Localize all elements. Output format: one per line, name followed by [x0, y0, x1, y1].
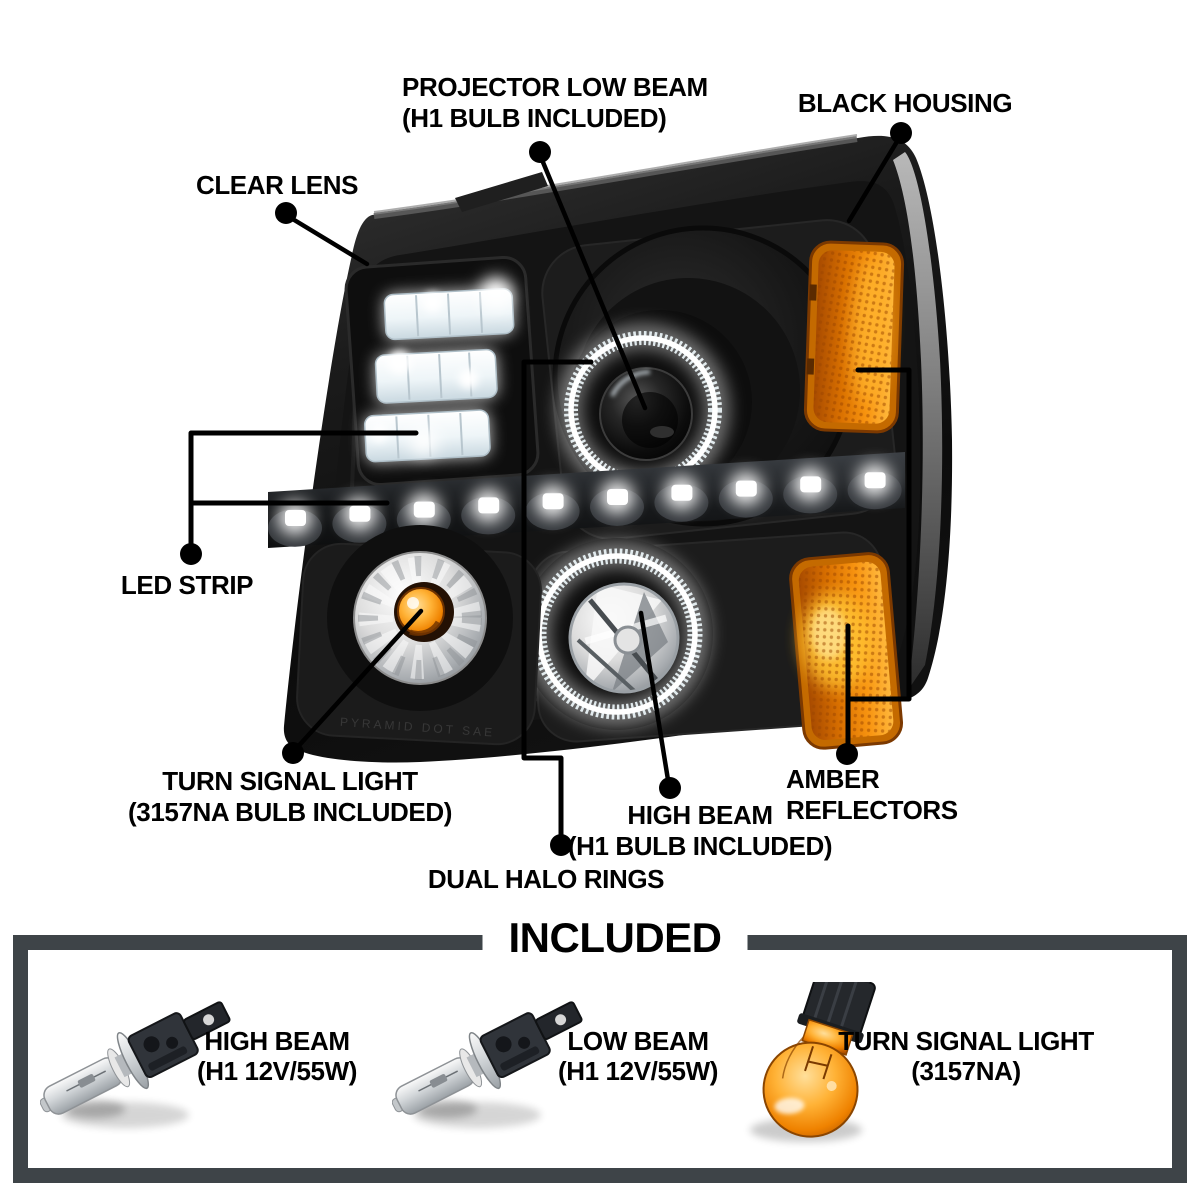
- included-item-line: TURN SIGNAL LIGHT: [838, 1026, 1094, 1056]
- high-beam-leader: [638, 610, 681, 799]
- callout-line: (H1 BULB INCLUDED): [567, 831, 833, 861]
- led-strip: [268, 452, 905, 548]
- projector-low-beam-leader: [529, 141, 648, 411]
- turn-signal-lamp: [296, 525, 542, 746]
- included-item-turn-signal-label: TURN SIGNAL LIGHT (3157NA): [838, 1026, 1094, 1086]
- housing-side-trim: [893, 152, 943, 690]
- callout-amber-reflectors: AMBER REFLECTORS: [786, 764, 958, 826]
- projector-lens: [599, 367, 693, 461]
- callout-line: DUAL HALO RINGS: [427, 864, 665, 894]
- callout-line: AMBER: [786, 764, 880, 794]
- callout-clear-lens: CLEAR LENS: [195, 170, 359, 201]
- callout-line: LED STRIP: [120, 570, 254, 600]
- included-item-line: (H1 12V/55W): [558, 1056, 718, 1086]
- included-item-line: LOW BEAM: [567, 1026, 709, 1056]
- housing-top-trim: [373, 136, 858, 219]
- included-item-line: HIGH BEAM: [204, 1026, 350, 1056]
- callout-line: BLACK HOUSING: [797, 88, 1013, 118]
- callout-dual-halo-rings: DUAL HALO RINGS: [427, 864, 665, 895]
- included-item-high-beam-label: HIGH BEAM (H1 12V/55W): [197, 1026, 357, 1086]
- callout-turn-signal-light: TURN SIGNAL LIGHT (3157NA BULB INCLUDED): [128, 766, 452, 828]
- included-item-line: (3157NA): [911, 1056, 1021, 1086]
- callout-line: HIGH BEAM: [627, 800, 773, 830]
- leader-lines: [180, 122, 912, 856]
- callout-line: REFLECTORS: [786, 795, 958, 825]
- callout-line: CLEAR LENS: [195, 170, 359, 200]
- callout-high-beam: HIGH BEAM (H1 BULB INCLUDED): [567, 800, 833, 862]
- callout-line: TURN SIGNAL LIGHT: [162, 766, 418, 796]
- callout-line: (3157NA BULB INCLUDED): [128, 797, 452, 827]
- led-panel: [344, 255, 540, 487]
- black-housing-leader: [846, 122, 912, 224]
- turn-signal-leader: [282, 608, 424, 764]
- amber-reflector-top: [803, 240, 905, 434]
- included-title: INCLUDED: [482, 914, 748, 962]
- led-bar-2: [374, 348, 498, 404]
- led-bar-3: [363, 409, 491, 463]
- callout-black-housing: BLACK HOUSING: [797, 88, 1013, 119]
- callout-line: PROJECTOR LOW BEAM: [402, 72, 708, 102]
- included-item-line: (H1 12V/55W): [197, 1056, 357, 1086]
- dual-halo-rings-leader: [521, 359, 594, 856]
- included-item-low-beam-label: LOW BEAM (H1 12V/55W): [558, 1026, 718, 1086]
- clear-lens-leader: [275, 202, 370, 267]
- housing-mount-tab: [455, 172, 548, 212]
- led-strip-leader: [180, 430, 419, 565]
- callout-line: (H1 BULB INCLUDED): [402, 103, 667, 133]
- callout-projector-low-beam: PROJECTOR LOW BEAM (H1 BULB INCLUDED): [402, 72, 708, 134]
- led-bar-1: [383, 277, 515, 341]
- amber-reflectors-leader: [836, 367, 912, 765]
- included-section: INCLUDED: [13, 914, 1187, 1183]
- callout-led-strip: LED STRIP: [120, 570, 254, 601]
